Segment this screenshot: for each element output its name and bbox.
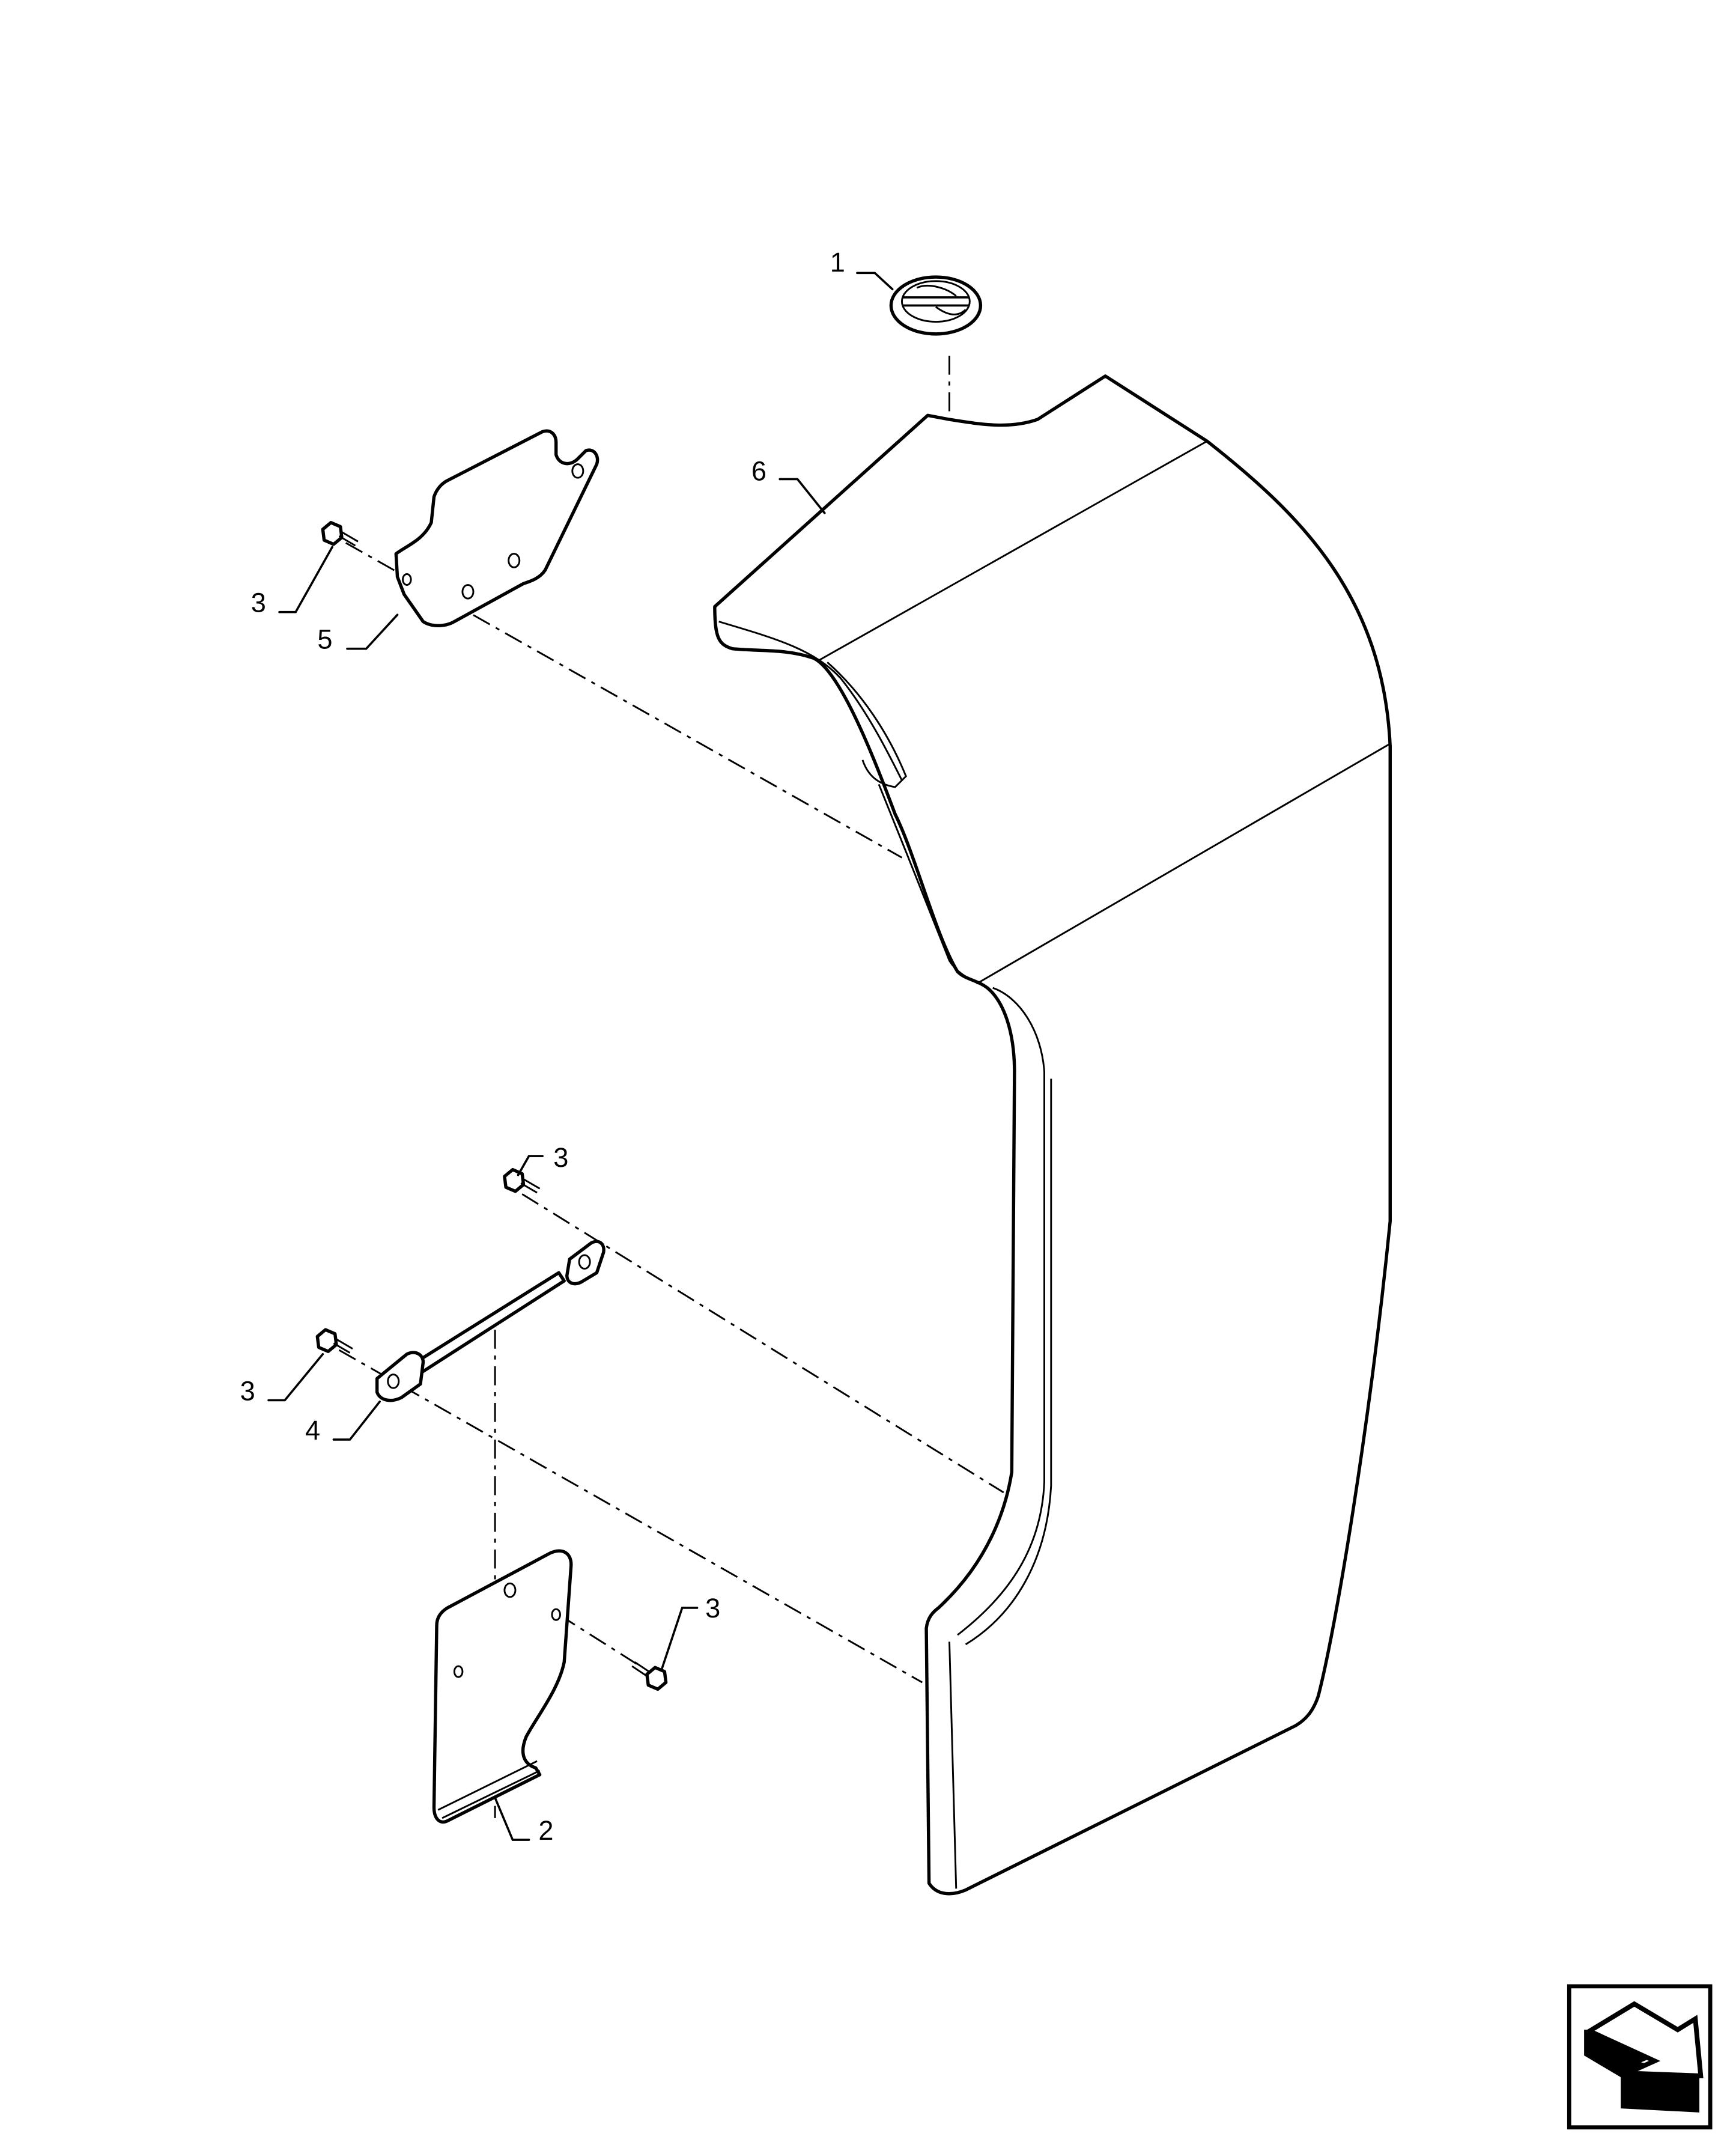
callout-label: 5 — [317, 624, 332, 655]
callout-label: 6 — [751, 456, 766, 487]
next-page-arrow-icon[interactable] — [1567, 1984, 1713, 2130]
bolt[interactable] — [315, 1328, 353, 1354]
decal[interactable] — [889, 275, 983, 336]
callout-label: 3 — [240, 1376, 255, 1407]
callout-label: 2 — [538, 1815, 553, 1846]
callout-label: 3 — [705, 1593, 720, 1623]
callout-label: 3 — [553, 1142, 568, 1173]
bolt[interactable] — [321, 520, 359, 547]
callout-2: 2 — [494, 1797, 553, 1846]
callout-3: 3 — [517, 1142, 568, 1176]
callout-3: 3 — [661, 1593, 720, 1670]
callout-6: 6 — [751, 456, 826, 514]
callout-label: 4 — [305, 1415, 320, 1446]
callout-1: 1 — [830, 247, 894, 291]
mounting-bracket[interactable] — [394, 429, 599, 627]
callout-4: 4 — [305, 1400, 381, 1446]
callout-label: 1 — [830, 247, 845, 278]
callout-3: 3 — [251, 546, 333, 618]
callout-3: 3 — [240, 1352, 324, 1407]
bolt[interactable] — [631, 1661, 668, 1691]
callout-label: 3 — [251, 588, 266, 618]
bolt[interactable] — [503, 1167, 541, 1194]
fender[interactable] — [713, 374, 1392, 1896]
support-strap[interactable] — [375, 1240, 605, 1402]
callout-5: 5 — [317, 613, 399, 655]
lower-bracket[interactable] — [432, 1549, 573, 1824]
